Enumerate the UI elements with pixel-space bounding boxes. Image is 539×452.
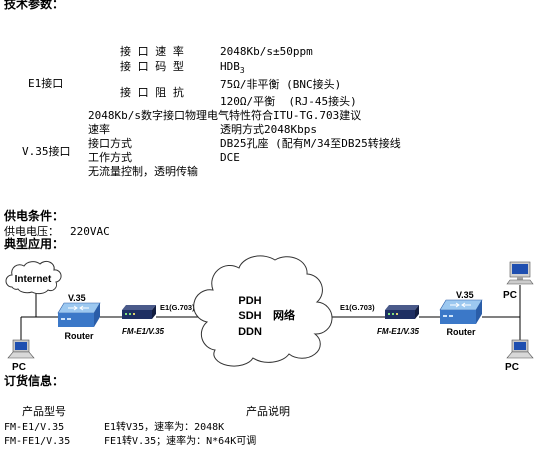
right-pc-desktop-icon: [506, 261, 534, 285]
transport-network-cloud-icon: PDH SDH DDN 网络: [193, 255, 333, 367]
right-device-label: FM-E1/V.35: [377, 327, 419, 336]
power-voltage-value: 220VAC: [70, 225, 110, 238]
e1-standard: 2048Kb/s数字接口物理电气特性符合ITU-TG.703建议: [88, 109, 362, 122]
left-v35-label: V.35: [68, 293, 86, 303]
v35-interface-value: DB25孔座 (配有M/34至DB25转接线: [220, 137, 401, 150]
network-ddn-label: DDN: [238, 326, 262, 338]
v35-mode-label: 工作方式: [88, 151, 132, 164]
right-top-pc-label: PC: [503, 290, 517, 301]
v35-rate-value: 透明方式2048Kbps: [220, 123, 317, 136]
left-converter-device-icon: [122, 305, 156, 319]
e1-code-label: 接 口 码 型: [120, 60, 184, 73]
power-title: 供电条件：: [4, 209, 65, 223]
e1-code-subscript: 3: [239, 66, 245, 75]
left-e1-label: E1(G.703): [160, 303, 195, 312]
left-router-icon: [57, 302, 101, 327]
e1-code-main: HDB: [220, 60, 240, 73]
order-header-description: 产品说明: [246, 405, 290, 418]
right-converter-device-icon: [385, 305, 419, 319]
internet-label: Internet: [15, 274, 52, 285]
left-router-label: Router: [65, 331, 94, 341]
e1-group-label: E1接口: [28, 77, 64, 90]
left-device-label: FM-E1/V.35: [122, 327, 164, 336]
e1-impedance-label: 接 口 阻 抗: [120, 86, 184, 99]
e1-rate-value: 2048Kb/s±50ppm: [220, 45, 313, 58]
right-router-label: Router: [447, 327, 476, 337]
e1-rate-label: 接 口 速 率: [120, 45, 184, 58]
v35-mode-value: DCE: [220, 151, 240, 164]
right-v35-label: V.35: [456, 290, 474, 300]
v35-interface-label: 接口方式: [88, 137, 132, 150]
order-row-2-model: FM-FE1/V.35: [4, 436, 71, 447]
v35-flow-control: 无流量控制，透明传输: [88, 165, 198, 178]
left-pc-laptop-icon: [7, 339, 35, 359]
network-diagram: Internet V.35 Router FM-E1/V.35 E1(G.703…: [5, 255, 534, 373]
left-pc-label: PC: [12, 362, 26, 373]
right-pc-laptop-icon: [506, 339, 534, 359]
order-header-model: 产品型号: [22, 405, 66, 418]
application-title: 典型应用：: [4, 237, 65, 251]
e1-code-value: HDB3: [220, 60, 245, 77]
order-row-1-model: FM-E1/V.35: [4, 422, 65, 433]
e1-impedance-balanced: 120Ω/平衡 (RJ-45接头): [220, 95, 357, 108]
right-e1-label: E1(G.703): [340, 303, 375, 312]
order-row-2-description: FE1转V.35；速率为：N*64K可调: [104, 436, 257, 447]
v35-rate-label: 速率: [88, 123, 110, 136]
order-title: 订货信息：: [4, 374, 65, 388]
order-row-1-description: E1转V35，速率为：2048K: [104, 422, 225, 433]
right-bottom-pc-label: PC: [505, 362, 519, 373]
internet-cloud-icon: Internet: [5, 260, 62, 295]
tech-params-title: 技术参数：: [4, 0, 65, 11]
v35-group-label: V.35接口: [22, 145, 71, 158]
power-voltage-label: 供电电压：: [4, 225, 59, 238]
network-label: 网络: [273, 308, 295, 322]
e1-impedance-unbalanced: 75Ω/非平衡 (BNC接头): [220, 78, 342, 91]
network-sdh-label: SDH: [238, 310, 261, 322]
network-pdh-label: PDH: [238, 295, 261, 307]
right-router-icon: [439, 299, 483, 324]
